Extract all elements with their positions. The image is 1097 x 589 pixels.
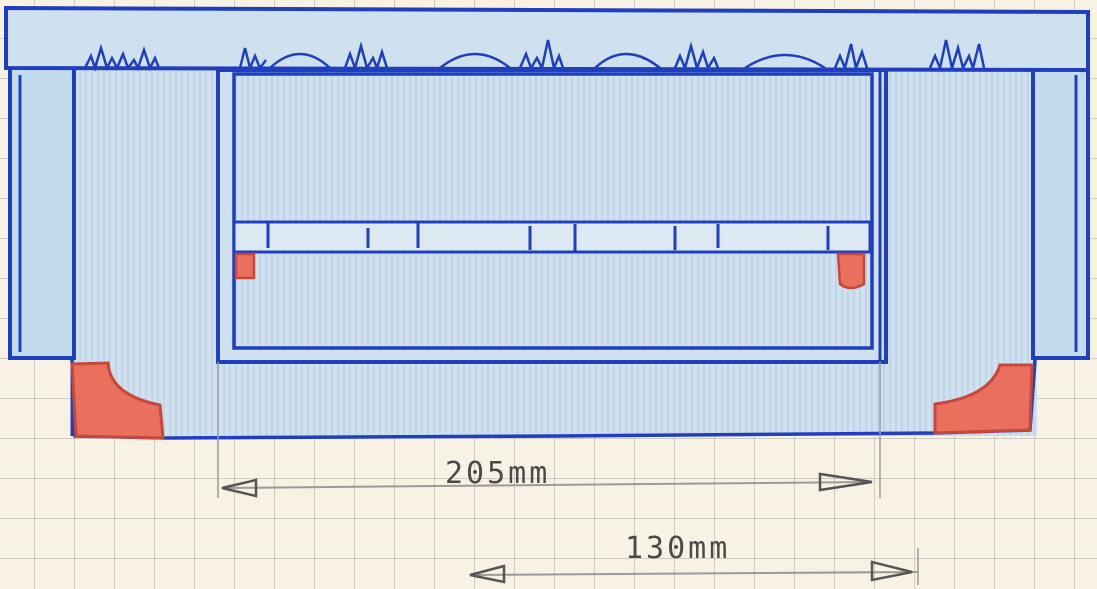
inner-dimension-right-arrow [870,560,913,582]
inner-dimension: 130mm [469,531,919,585]
cushion-rail [232,220,872,254]
overall-dimension: 205mm [217,362,881,498]
inner-dimension-label: 130mm [625,531,730,566]
top-rail [4,5,1090,73]
inner-dimension-left-arrow [469,564,506,584]
left-support-block [234,252,256,280]
cushion-rail-ticks [266,222,830,252]
overall-dimension-left-arrow [221,478,258,498]
overall-dimension-right-arrow [818,472,873,492]
right-support-block [836,252,866,290]
seat-frame-inner [232,72,874,350]
right-foot [933,363,1034,435]
right-arm [1031,66,1090,360]
left-foot [70,361,165,440]
overall-dimension-label: 205mm [445,456,550,491]
